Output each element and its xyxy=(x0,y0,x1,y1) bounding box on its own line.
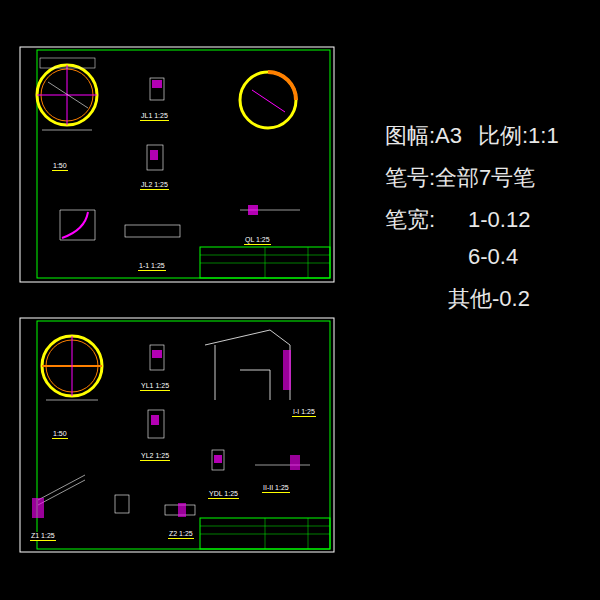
view-title: JL2 1:25 xyxy=(140,181,169,190)
view-title: YDL 1:25 xyxy=(208,490,239,499)
view-title: 1:50 xyxy=(52,430,68,439)
view-title: YL2 1:25 xyxy=(140,452,170,461)
view-title: Z1 1:25 xyxy=(30,532,56,541)
view-title: Z2 1:25 xyxy=(168,530,194,539)
plot-note: 比例:1:1 xyxy=(478,124,559,148)
plot-note: 笔宽: xyxy=(385,208,435,232)
view-title: 1:50 xyxy=(52,162,68,171)
view-title: YL1 1:25 xyxy=(140,382,170,391)
view-title: JL1 1:25 xyxy=(140,112,169,121)
view-title: II-II 1:25 xyxy=(262,484,290,493)
view-title: I-I 1:25 xyxy=(292,408,316,417)
view-title: 1-1 1:25 xyxy=(138,262,166,271)
plot-note: 1-0.12 xyxy=(468,208,530,232)
view-title: QL 1:25 xyxy=(244,236,271,245)
plot-note: 6-0.4 xyxy=(468,245,518,269)
plot-note: 图幅:A3 xyxy=(385,124,462,148)
plot-note: 笔号:全部7号笔 xyxy=(385,166,535,190)
plot-note: 其他-0.2 xyxy=(448,287,530,311)
